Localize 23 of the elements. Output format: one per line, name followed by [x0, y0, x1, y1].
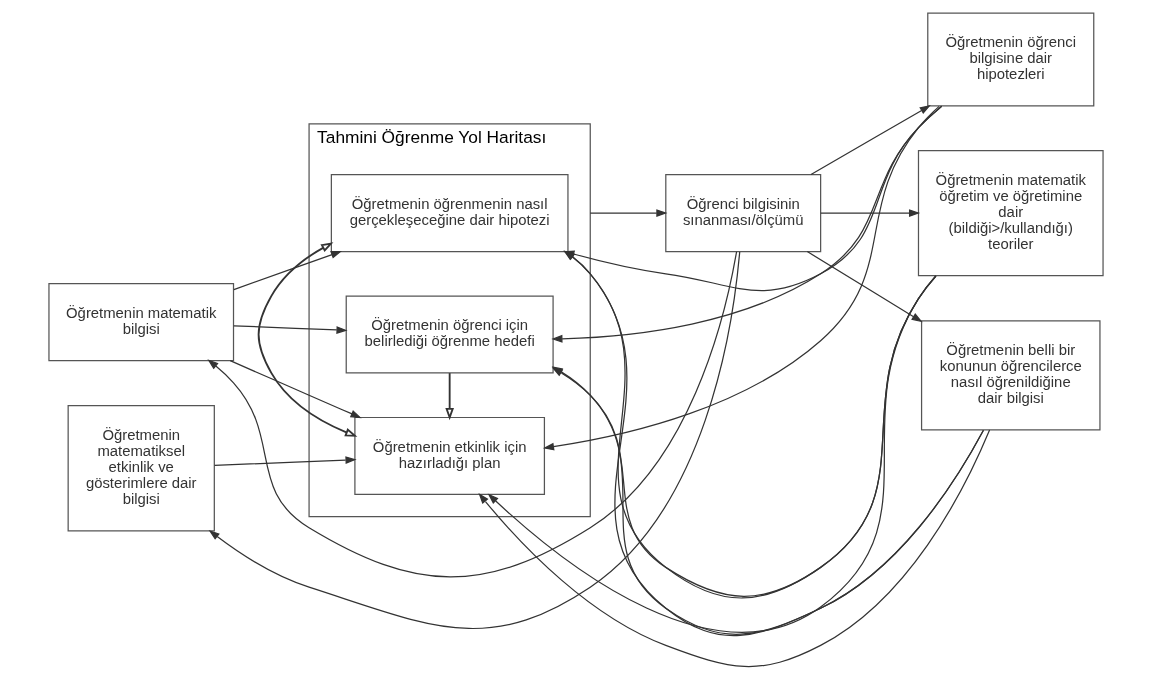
node-box: Öğretmenin matematik bilgisi	[48, 283, 235, 362]
node-box: Öğretmenin matematik öğretim ve öğretimine dair (bildiği>/kullandığı) teoriler	[917, 149, 1104, 277]
arrow	[810, 105, 931, 176]
arrow	[213, 456, 357, 466]
node-box: Öğretmenin öğrenci bilgisine dair hipotezleri	[927, 12, 1095, 107]
arrow	[806, 250, 923, 323]
arrow	[233, 325, 348, 334]
node-box: Öğretmenin öğrenci için belirlediği öğrenme hedefi	[345, 295, 554, 374]
arrow	[233, 251, 343, 291]
node-box: Öğretmenin matematiksel etkinlik ve gösterimlere dair bilgisi	[67, 405, 215, 532]
arrow	[445, 372, 454, 421]
arrow	[551, 105, 943, 343]
arrow	[542, 105, 940, 451]
arrow	[820, 209, 921, 218]
arrow	[229, 360, 362, 419]
arrow	[257, 242, 358, 437]
node-box: Öğretmenin belli bir konunun öğrencilerce nasıl öğrenildiğine dair bilgisi	[920, 320, 1101, 431]
arrow	[589, 209, 668, 218]
arrow	[478, 429, 991, 668]
node-box: Öğretmenin etkinlik için hazırladığı plan	[354, 416, 546, 495]
node-box: Öğrenci bilgisinin sınanması/ölçümü	[665, 174, 822, 253]
arrow	[487, 275, 937, 633]
node-box: Öğretmenin öğrenmenin nasıl gerçekleşeceğine dair hipotezi	[330, 174, 569, 253]
